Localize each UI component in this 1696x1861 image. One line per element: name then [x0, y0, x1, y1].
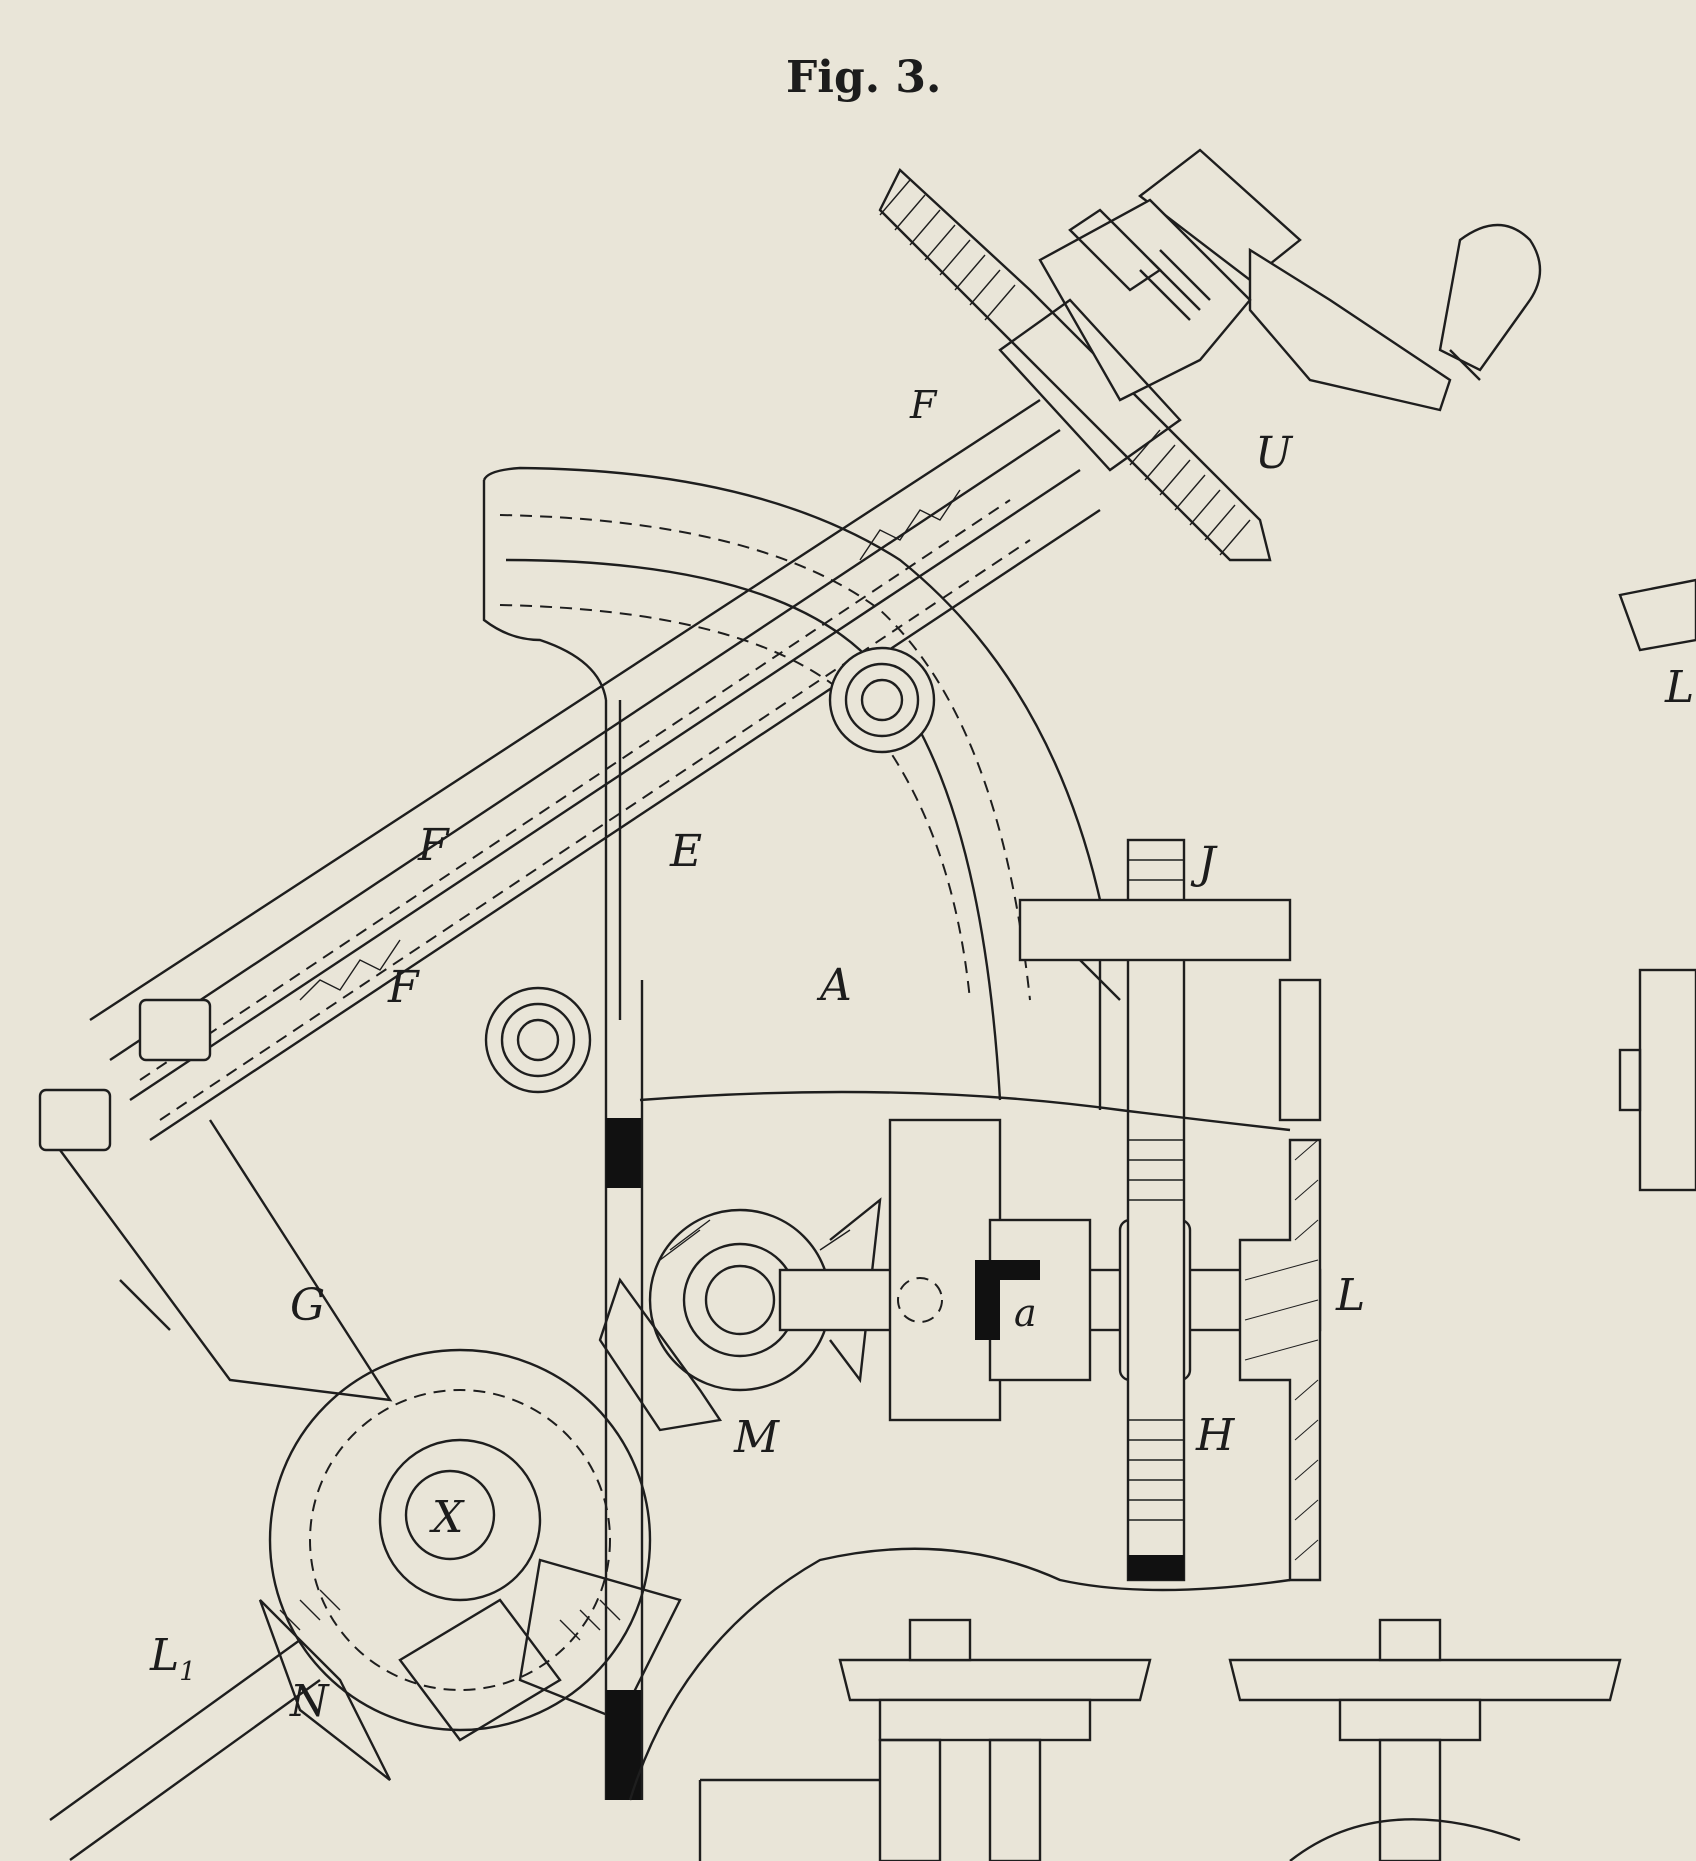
label-g: G: [290, 1280, 325, 1331]
right-flange: [628, 978, 1322, 1801]
right-edge-parts: [1618, 578, 1696, 1192]
label-e: E: [669, 826, 702, 877]
label-f-upper: F: [909, 383, 938, 427]
label-a-small: a: [1014, 1291, 1037, 1335]
label-u: U: [1255, 428, 1294, 479]
slide-rails: [89, 398, 1101, 1142]
bevel-housing: [49, 1348, 682, 1861]
label-a: A: [816, 960, 852, 1011]
gear-jh: [1018, 838, 1292, 1582]
bottom-fittings: [698, 1618, 1622, 1861]
bevel-gear-m: [598, 1197, 882, 1432]
label-h: H: [1195, 1410, 1236, 1461]
label-f-lower: F: [387, 962, 420, 1013]
frame-strip: [606, 980, 644, 1800]
label-l1: L1: [149, 1630, 196, 1687]
label-m: M: [733, 1412, 780, 1463]
rail-bolts: [38, 998, 393, 1402]
gear-u-teeth: [879, 179, 1251, 556]
label-l-edge: L: [1664, 662, 1694, 713]
figure-title: Fig. 3.: [786, 52, 941, 103]
quadrant-frame: [482, 466, 1121, 1800]
label-f-middle: F: [417, 820, 450, 871]
label-j: J: [1190, 838, 1218, 889]
label-x: X: [429, 1492, 465, 1543]
pivot-bosses: [484, 646, 936, 1094]
label-l-right: L: [1335, 1270, 1365, 1321]
crank-assembly: [878, 148, 1542, 562]
label-n: N: [289, 1676, 330, 1727]
